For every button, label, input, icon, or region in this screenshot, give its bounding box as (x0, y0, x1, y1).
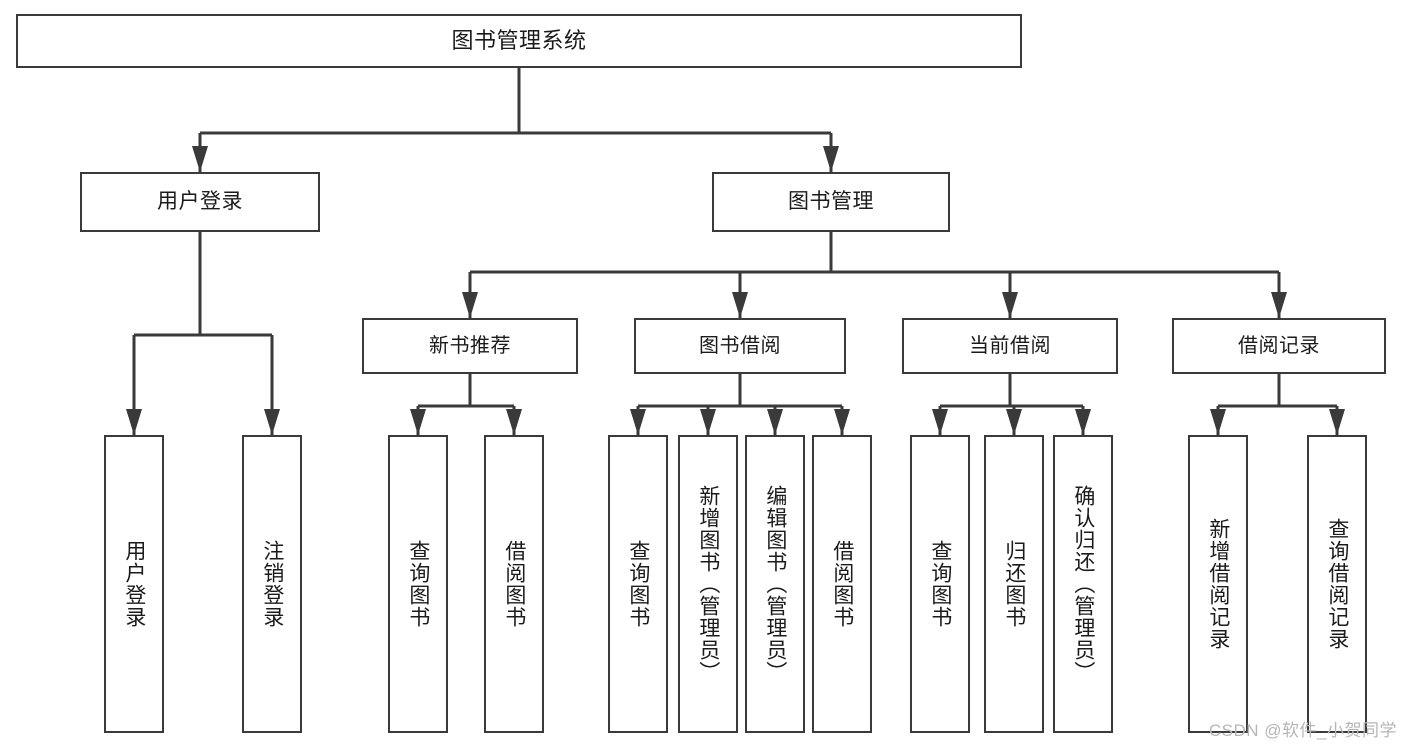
node-label: 用户登录 (157, 190, 243, 214)
arrow-head-icon (1002, 292, 1018, 318)
node-label: 新增图书（管理员） (696, 485, 720, 683)
arrow-head-icon (1271, 292, 1287, 318)
node-label: 图书借阅 (699, 335, 781, 357)
node-leaf-query-book-2: 查询图书 (608, 435, 668, 733)
arrow-head-icon (1006, 409, 1022, 435)
arrow-head-icon (767, 409, 783, 435)
arrow-head-icon (1329, 409, 1345, 435)
node-book-borrow: 图书借阅 (634, 318, 846, 374)
arrow-head-icon (126, 409, 142, 435)
node-leaf-query-record: 查询借阅记录 (1307, 435, 1367, 733)
arrow-head-icon (264, 409, 280, 435)
node-label: 注销登录 (260, 540, 284, 628)
node-label: 新书推荐 (429, 335, 511, 357)
node-leaf-borrow-book-1: 借阅图书 (484, 435, 544, 733)
node-label: 查询借阅记录 (1325, 518, 1349, 650)
node-leaf-edit-book: 编辑图书（管理员） (745, 435, 805, 733)
arrow-head-icon (834, 409, 850, 435)
node-leaf-query-book-1: 查询图书 (388, 435, 448, 733)
node-leaf-confirm-return: 确认归还（管理员） (1053, 435, 1113, 733)
node-label: 图书管理系统 (451, 27, 587, 53)
node-root: 图书管理系统 (16, 14, 1022, 68)
node-leaf-user-login: 用户登录 (104, 435, 164, 733)
node-label: 用户登录 (122, 540, 146, 628)
node-label: 借阅图书 (830, 540, 854, 628)
watermark: CSDN @软件_小贺同学 (1208, 721, 1397, 740)
node-label: 当前借阅 (969, 335, 1051, 357)
arrow-head-icon (700, 409, 716, 435)
arrow-head-icon (410, 409, 426, 435)
node-label: 查询图书 (626, 540, 650, 628)
node-label: 归还图书 (1002, 540, 1026, 628)
arrow-head-icon (1210, 409, 1226, 435)
node-leaf-add-book: 新增图书（管理员） (678, 435, 738, 733)
node-new-book-rec: 新书推荐 (362, 318, 578, 374)
node-leaf-user-logout: 注销登录 (242, 435, 302, 733)
node-label: 借阅图书 (502, 540, 526, 628)
arrow-head-icon (823, 146, 839, 172)
node-book-manage: 图书管理 (712, 172, 950, 232)
node-label: 新增借阅记录 (1206, 518, 1230, 650)
node-current-borrow: 当前借阅 (902, 318, 1118, 374)
arrow-head-icon (462, 292, 478, 318)
arrow-head-icon (732, 292, 748, 318)
node-label: 查询图书 (928, 540, 952, 628)
node-leaf-query-book-3: 查询图书 (910, 435, 970, 733)
node-leaf-add-record: 新增借阅记录 (1188, 435, 1248, 733)
node-label: 借阅记录 (1238, 335, 1320, 357)
arrow-head-icon (932, 409, 948, 435)
node-borrow-record: 借阅记录 (1172, 318, 1386, 374)
arrow-head-icon (1075, 409, 1091, 435)
node-user-login: 用户登录 (80, 172, 320, 232)
node-label: 图书管理 (788, 190, 874, 214)
node-label: 查询图书 (406, 540, 430, 628)
node-label: 确认归还（管理员） (1071, 485, 1095, 683)
arrow-head-icon (506, 409, 522, 435)
arrow-head-icon (630, 409, 646, 435)
node-leaf-borrow-book-2: 借阅图书 (812, 435, 872, 733)
node-leaf-return-book: 归还图书 (984, 435, 1044, 733)
node-label: 编辑图书（管理员） (763, 485, 787, 683)
arrow-head-icon (192, 146, 208, 172)
